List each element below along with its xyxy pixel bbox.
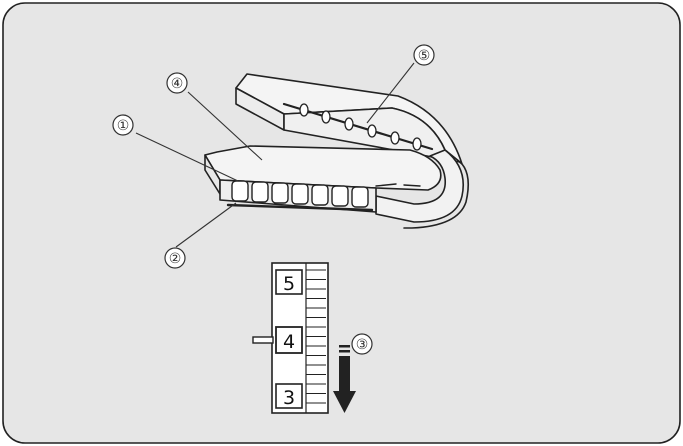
callout-5-label: ⑤ <box>418 48 431 64</box>
dial-number-box-selected <box>275 326 303 354</box>
down-arrow-icon <box>333 345 356 413</box>
stitch-length-dial-icon: 5 4 3 <box>252 262 329 414</box>
callout-3-label: ③ <box>356 337 369 353</box>
leader-5 <box>366 62 415 124</box>
callout-3-circle <box>351 333 373 355</box>
fabric-illustration <box>204 73 470 229</box>
dial-number-selected: 4 <box>283 331 295 353</box>
dial-ticks <box>306 269 326 404</box>
callout-leaders <box>135 62 415 248</box>
dial-pointer <box>252 336 274 344</box>
dial-number-box-upper <box>275 269 303 295</box>
leader-4 <box>187 91 263 161</box>
callout-4-label: ④ <box>171 76 184 92</box>
dial-number-upper: 5 <box>283 273 295 295</box>
callout-1-circle <box>112 114 134 136</box>
dial-number-box-lower <box>275 383 303 409</box>
callout-1-label: ① <box>117 118 130 134</box>
callout-4-circle <box>166 72 188 94</box>
callout-2-label: ② <box>169 251 182 267</box>
leader-2 <box>175 202 237 248</box>
dial-number-lower: 3 <box>283 387 295 409</box>
callout-5-circle <box>413 44 435 66</box>
leader-1 <box>135 132 239 182</box>
callout-2-circle <box>164 247 186 269</box>
callout-labels: ① ② ③ ④ ⑤ <box>112 44 435 355</box>
